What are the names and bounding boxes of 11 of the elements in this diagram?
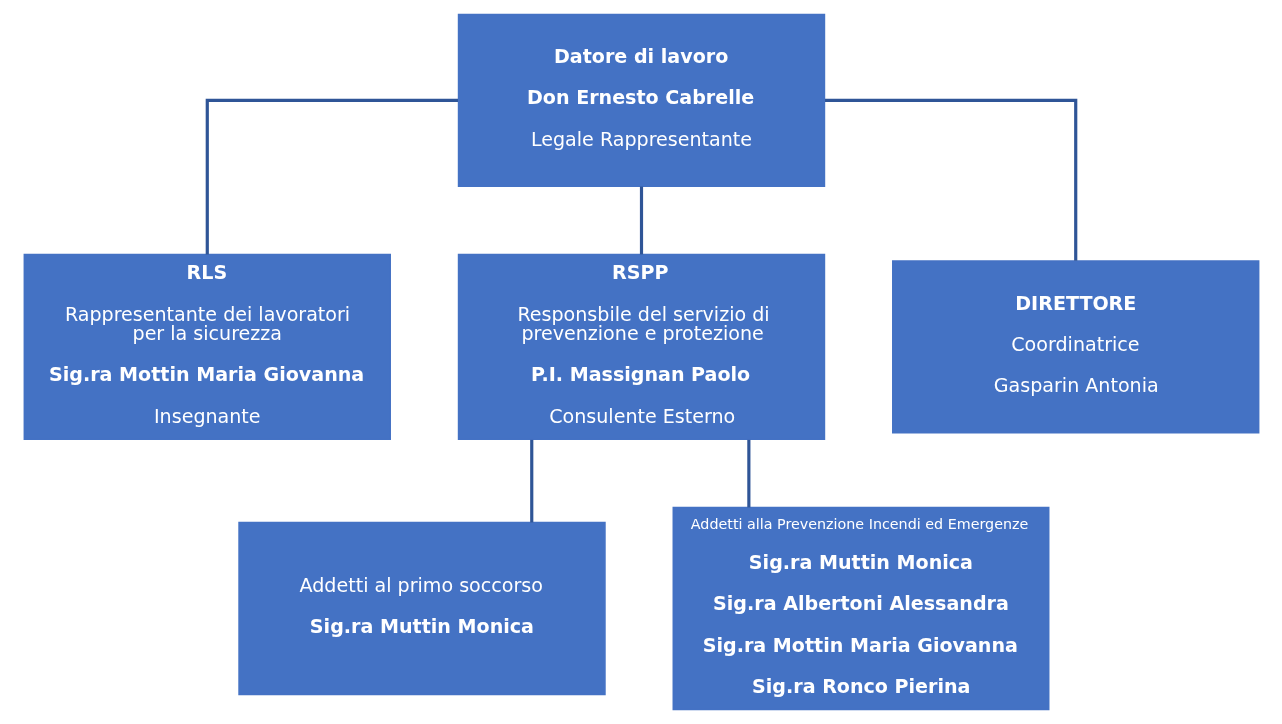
node-box: RSPP Responsbile del servizio di prevenzione e protezione P.I. Massignan Paolo Consulente Esterno <box>457 253 825 440</box>
connector <box>529 439 533 523</box>
node-box: DIRETTORE Coordinatrice Gasparin Antonia <box>891 260 1259 434</box>
node-box: Datore di lavoro Don Ernesto Cabrelle Legale Rappresentante <box>457 13 825 188</box>
connector <box>824 98 1077 261</box>
node-box: Addetti al primo soccorso Sig.ra Muttin Monica <box>237 521 606 696</box>
node-box: RLS Rappresentante dei lavoratori per la sicurezza Sig.ra Mottin Maria Giovanna Insegnante <box>23 253 391 440</box>
connector <box>746 439 750 508</box>
connector <box>205 98 458 255</box>
connector <box>639 186 643 255</box>
node-box: Addetti alla Prevenzione Incendi ed Emergenze Sig.ra Muttin Monica Sig.ra Albertoni Alessandra Sig.ra Mottin Maria Giovanna Sig.ra Ronco Pierina <box>672 506 1049 711</box>
